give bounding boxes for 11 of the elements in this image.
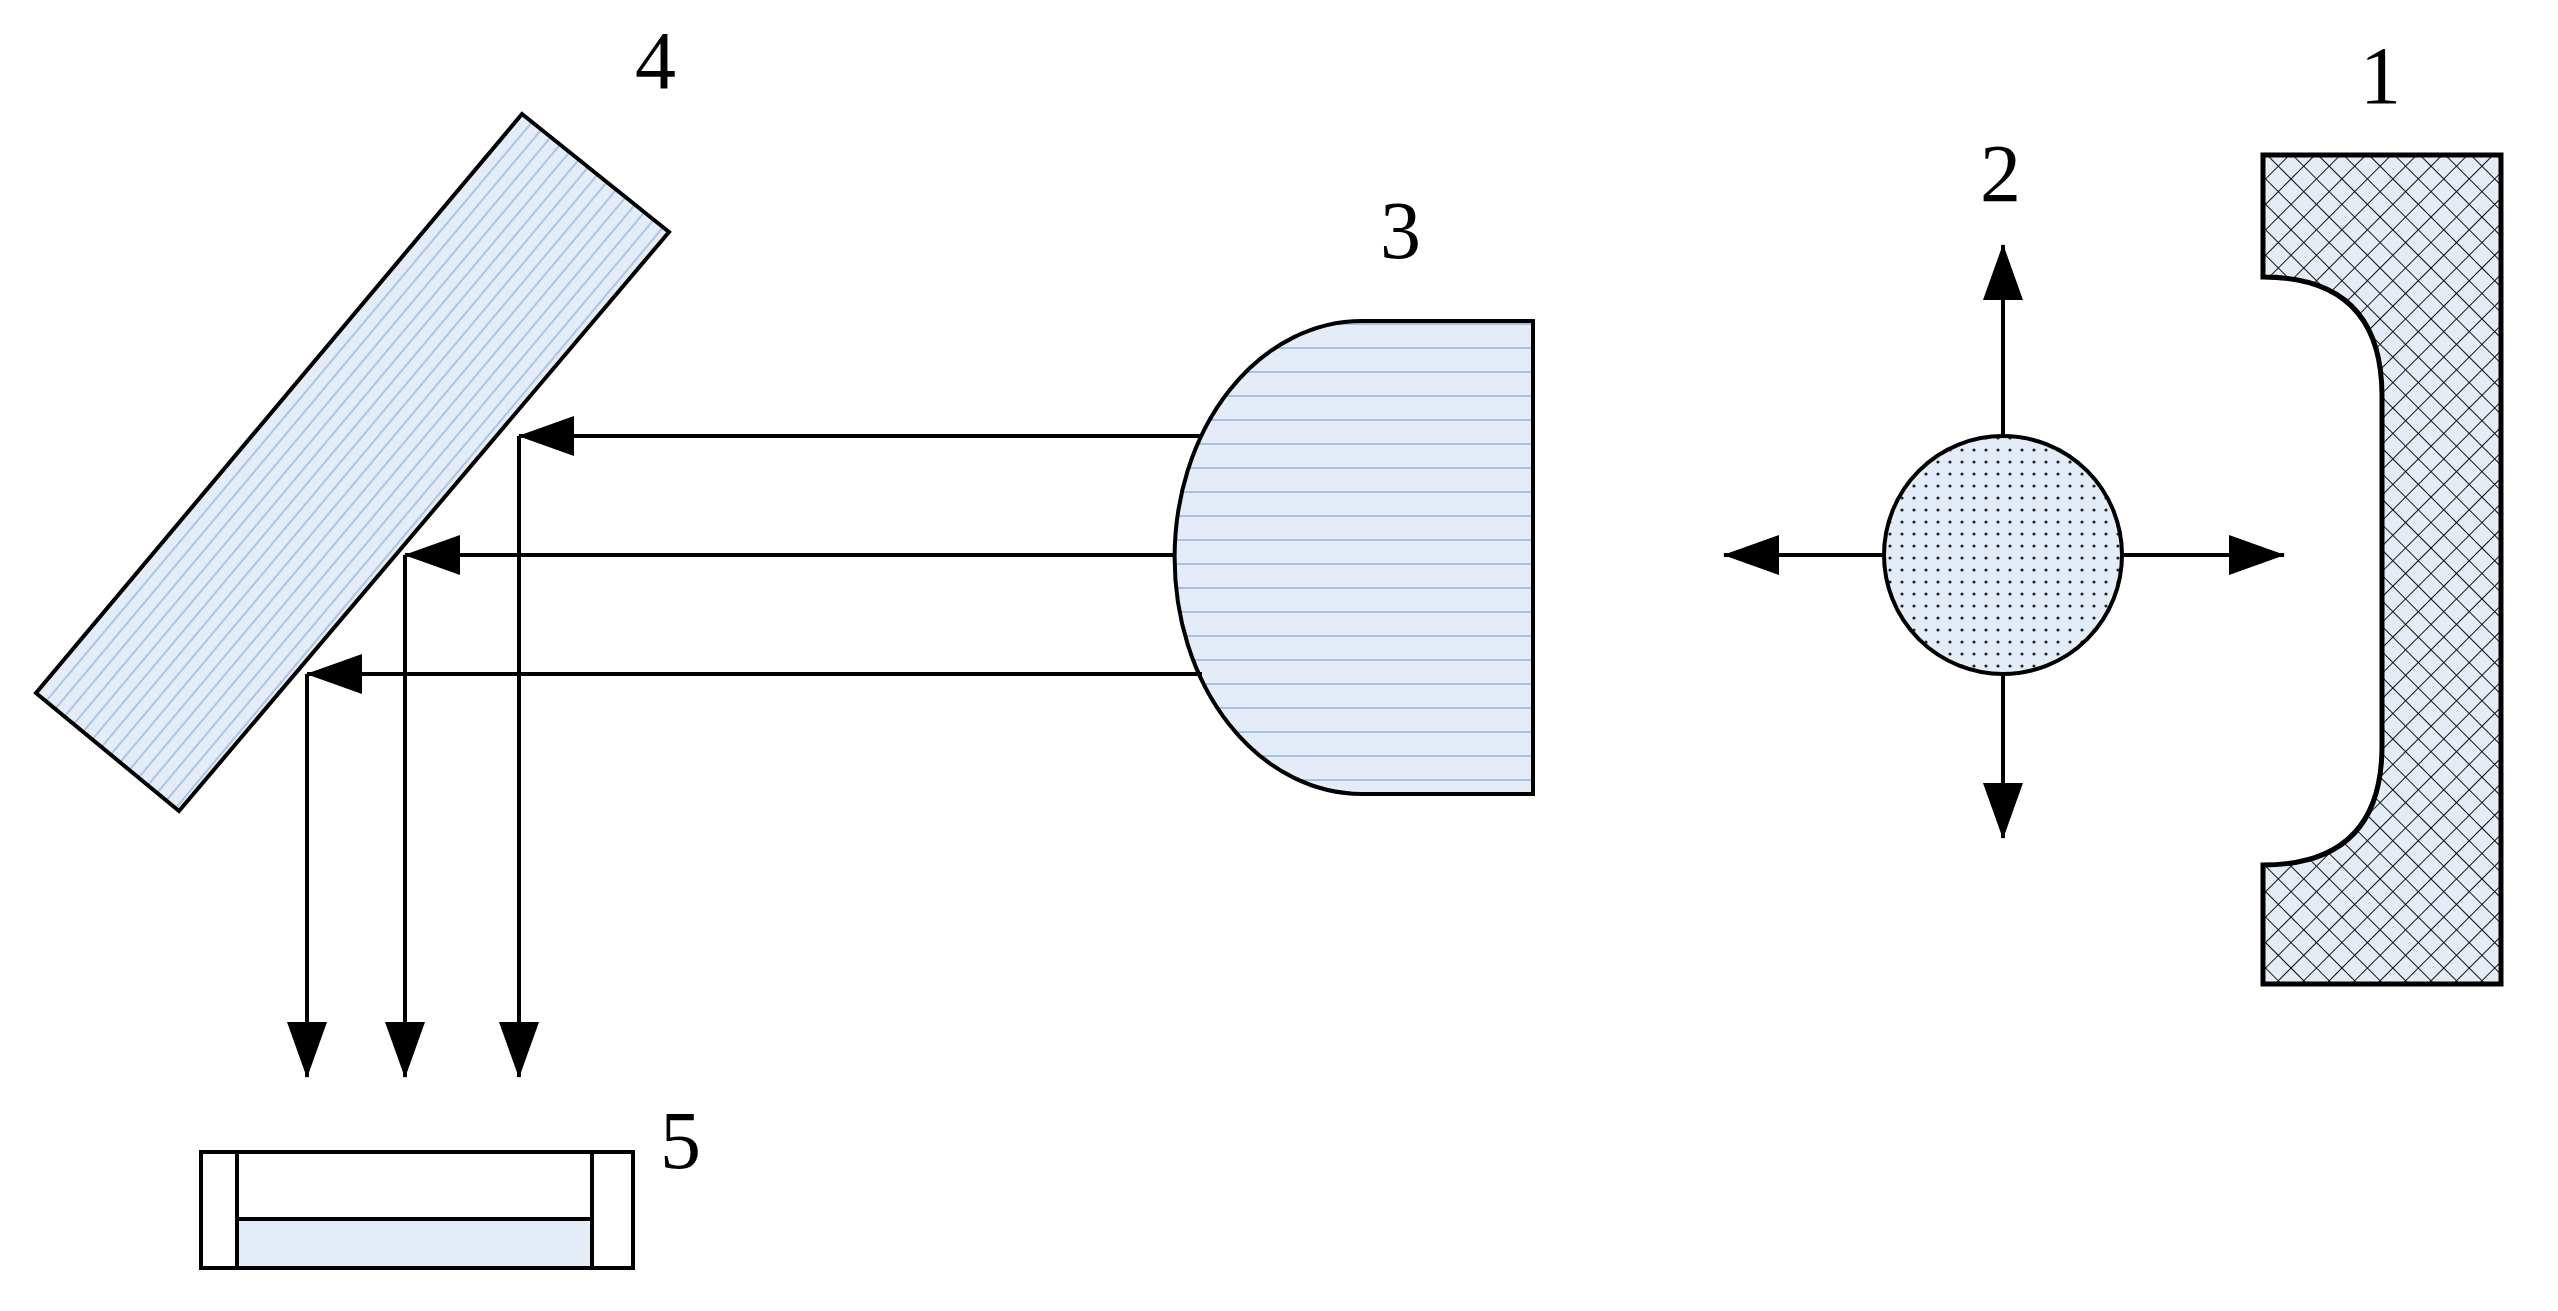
light-ray-arrow: [287, 674, 327, 1078]
light-ray-arrow: [518, 416, 1202, 456]
light-ray-arrow: [499, 436, 539, 1078]
light-ray-arrow: [385, 555, 425, 1078]
callout-number: 2: [1980, 133, 2021, 215]
light-ray-arrow: [306, 654, 1202, 694]
light-ray-arrow: [404, 535, 1175, 575]
callout-number: 3: [1380, 190, 1421, 272]
callout-number: 1: [2360, 35, 2401, 117]
callout-number: 4: [635, 20, 676, 102]
callout-number: 5: [660, 1100, 701, 1182]
